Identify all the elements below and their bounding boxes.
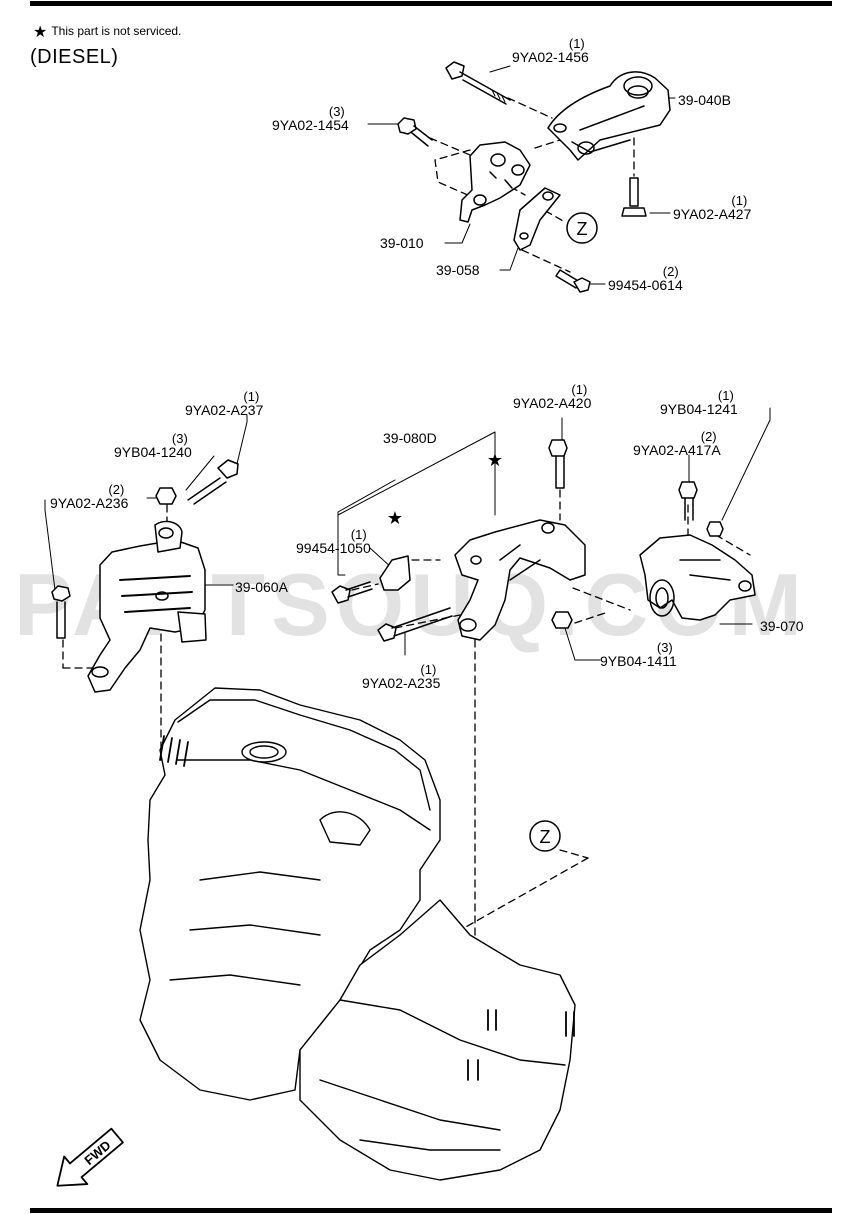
bolt-9ya02-1456 bbox=[445, 61, 511, 105]
part-number: 9YB04-1241 bbox=[660, 401, 738, 417]
star-markers: ★ ★ bbox=[387, 450, 503, 528]
callout-39-058: 39-058 bbox=[436, 262, 480, 278]
part-quantity: (1) bbox=[731, 193, 747, 208]
part-quantity: (2) bbox=[663, 264, 679, 279]
note-text: This part is not serviced. bbox=[51, 24, 182, 38]
callout-9ya02-a235: 9YA02-A235(1) bbox=[362, 662, 441, 691]
callout-39-010: 39-010 bbox=[380, 235, 424, 251]
leader-lines bbox=[44, 65, 771, 661]
transmission-mount-39-070 bbox=[639, 534, 756, 621]
bracket-39-080d bbox=[454, 519, 586, 641]
part-number: 9YA02-A237 bbox=[185, 402, 264, 418]
clip-bracket bbox=[379, 555, 411, 591]
part-number: 9YA02-A427 bbox=[673, 206, 752, 222]
part-number: 9YA02-1454 bbox=[272, 117, 349, 133]
part-number: 99454-1050 bbox=[296, 540, 371, 556]
callout-labels: 9YA02-1456(1)39-040B9YA02-1454(3)9YA02-A… bbox=[50, 36, 804, 691]
callout-9ya02-1454: 9YA02-1454(3) bbox=[272, 104, 349, 133]
bolt-9ya02-a420 bbox=[548, 439, 568, 489]
part-number: 9YB04-1240 bbox=[114, 444, 192, 460]
callout-9yb04-1411: 9YB04-1411(3) bbox=[600, 640, 677, 669]
bolt-9ya02-a427 bbox=[621, 177, 647, 217]
callout-9yb04-1240: 9YB04-1240(3) bbox=[114, 431, 192, 460]
callout-39-070: 39-070 bbox=[760, 618, 804, 634]
engine-mount-39-060a bbox=[87, 520, 207, 693]
bolt-9ya02-1454 bbox=[397, 117, 433, 147]
bolt-9ya02-a417a bbox=[678, 481, 698, 521]
part-number: 39-010 bbox=[380, 235, 424, 251]
circle-z-bottom-label: Z bbox=[540, 827, 551, 847]
circle-z-label: Z bbox=[577, 219, 588, 239]
nut-9yb04-1240 bbox=[155, 487, 177, 505]
callout-39-060a: 39-060A bbox=[235, 579, 289, 595]
part-quantity: (3) bbox=[172, 431, 188, 446]
part-quantity: (1) bbox=[351, 527, 367, 542]
bolt-9ya02-a235 bbox=[377, 607, 453, 642]
bolt-99454-0614 bbox=[555, 269, 591, 293]
part-number: 9YA02-A236 bbox=[50, 495, 129, 511]
star-icon: ★ bbox=[33, 24, 48, 41]
part-number: 9YA02-A420 bbox=[513, 395, 592, 411]
part-quantity: (1) bbox=[571, 382, 587, 397]
top-border bbox=[30, 1, 832, 6]
part-quantity: (2) bbox=[108, 482, 124, 497]
part-quantity: (1) bbox=[569, 36, 585, 51]
part-number: 9YA02-1456 bbox=[512, 49, 589, 65]
callout-9ya02-a420: 9YA02-A420(1) bbox=[513, 382, 592, 411]
part-quantity: (3) bbox=[329, 104, 345, 119]
part-number: 99454-0614 bbox=[608, 277, 683, 293]
transmission-case bbox=[299, 899, 576, 1181]
part-quantity: (2) bbox=[701, 429, 717, 444]
not-serviced-note: ★This part is not serviced. bbox=[33, 22, 181, 42]
callout-39-040b: 39-040B bbox=[678, 92, 731, 108]
nut-9yb04-1241 bbox=[706, 521, 724, 537]
callout-9ya02-1456: 9YA02-1456(1) bbox=[512, 36, 589, 65]
part-quantity: (1) bbox=[420, 662, 436, 677]
bolt-99454-1050 bbox=[331, 581, 373, 604]
bracket-39-058 bbox=[513, 187, 561, 251]
callout-9ya02-a236: 9YA02-A236(2) bbox=[50, 482, 129, 511]
part-number: 39-080D bbox=[383, 430, 437, 446]
part-number: 39-040B bbox=[678, 92, 731, 108]
variant-title: (DIESEL) bbox=[30, 46, 119, 68]
part-number: 39-060A bbox=[235, 579, 289, 595]
circle-z-bottom: Z bbox=[529, 820, 561, 852]
callout-9yb04-1241: 9YB04-1241(1) bbox=[660, 388, 738, 417]
torque-rod-39-040b bbox=[547, 71, 671, 161]
bottom-border bbox=[30, 1208, 832, 1213]
part-quantity: (1) bbox=[243, 389, 259, 404]
callout-39-080d: 39-080D bbox=[383, 430, 437, 446]
bracket-39-010 bbox=[459, 141, 531, 223]
callout-99454-1050: 99454-1050(1) bbox=[296, 527, 371, 556]
part-number: 39-070 bbox=[760, 618, 804, 634]
callout-9ya02-a427: 9YA02-A427(1) bbox=[673, 193, 752, 222]
callout-9ya02-a237: 9YA02-A237(1) bbox=[185, 389, 264, 418]
part-number: 9YB04-1411 bbox=[600, 653, 677, 669]
callout-99454-0614: 99454-0614(2) bbox=[608, 264, 683, 293]
star-icon: ★ bbox=[387, 508, 403, 528]
part-number: 9YA02-A417A bbox=[633, 442, 721, 458]
part-number: 39-058 bbox=[436, 262, 480, 278]
callout-9ya02-a417a: 9YA02-A417A(2) bbox=[633, 429, 721, 458]
star-icon: ★ bbox=[487, 450, 503, 470]
bolt-9ya02-a236 bbox=[51, 585, 71, 639]
circle-z-top: Z bbox=[566, 212, 598, 244]
bolt-9ya02-a237 bbox=[187, 459, 239, 505]
part-quantity: (3) bbox=[657, 640, 673, 655]
nut-9yb04-1411 bbox=[551, 611, 573, 629]
part-quantity: (1) bbox=[718, 388, 734, 403]
part-number: 9YA02-A235 bbox=[362, 675, 441, 691]
fwd-arrow: FWD bbox=[56, 1127, 124, 1187]
